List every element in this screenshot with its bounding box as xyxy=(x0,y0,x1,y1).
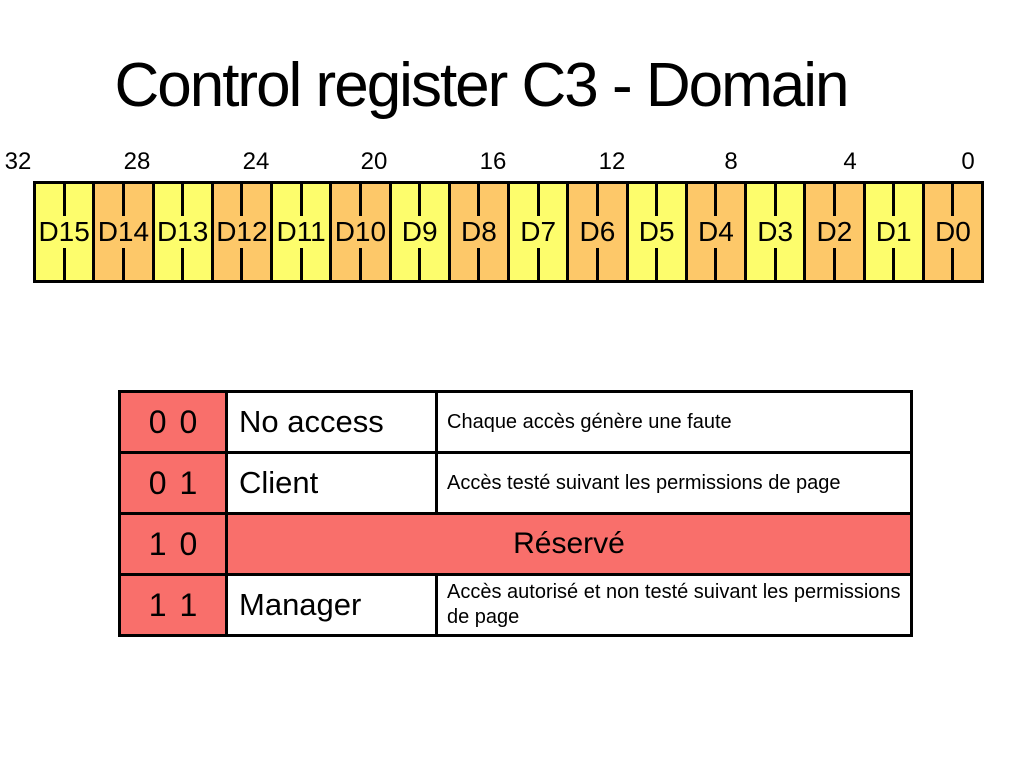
field-label: D10 xyxy=(334,216,387,247)
register-field-d9: D9 xyxy=(391,184,451,280)
field-label: D2 xyxy=(816,216,853,247)
register-field-d6: D6 xyxy=(569,184,629,280)
code-cell: 0 0 xyxy=(118,390,228,454)
code-cell: 0 1 xyxy=(118,451,228,515)
field-label: D4 xyxy=(697,216,734,247)
register-field-d7: D7 xyxy=(510,184,570,280)
description-cell: Accès autorisé et non testé suivant les … xyxy=(435,573,913,637)
bit-scale-label-8: 8 xyxy=(724,148,738,175)
slide-title: Control register C3 - Domain xyxy=(114,51,849,120)
bit-scale-label-0: 0 xyxy=(961,148,975,175)
table-row: 1 0 Réservé xyxy=(118,512,913,576)
table-row: 0 1 Client Accès testé suivant les permi… xyxy=(118,451,913,515)
field-label: D12 xyxy=(216,216,268,247)
bit-scale-label-4: 4 xyxy=(843,148,857,175)
register-field-d14: D14 xyxy=(95,184,155,280)
register-field-d0: D0 xyxy=(924,184,981,280)
register-field-d13: D13 xyxy=(154,184,214,280)
field-label: D5 xyxy=(638,216,675,247)
reserved-cell: Réservé xyxy=(225,512,913,576)
field-label: D15 xyxy=(38,216,90,247)
description-cell: Accès testé suivant les permissions de p… xyxy=(435,451,913,515)
register-field-d15: D15 xyxy=(36,184,96,280)
bit-scale-label-12: 12 xyxy=(598,148,626,175)
bit-scale-label-32: 32 xyxy=(4,148,32,175)
field-label: D9 xyxy=(401,216,438,247)
name-cell: Client xyxy=(225,451,438,515)
register-field-d8: D8 xyxy=(450,184,510,280)
code-cell: 1 1 xyxy=(118,573,228,637)
table-row: 1 1 Manager Accès autorisé et non testé … xyxy=(118,573,913,637)
field-label: D14 xyxy=(97,216,150,247)
bit-scale-label-28: 28 xyxy=(123,148,151,175)
bit-scale-label-24: 24 xyxy=(242,148,270,175)
register-field-d11: D11 xyxy=(273,184,333,280)
field-label: D7 xyxy=(520,216,557,247)
bit-scale-label-16: 16 xyxy=(479,148,507,175)
field-label: D8 xyxy=(460,216,497,247)
field-label: D11 xyxy=(276,216,326,247)
field-label: D1 xyxy=(875,216,912,247)
description-cell: Chaque accès génère une faute xyxy=(435,390,913,454)
code-cell: 1 0 xyxy=(118,512,228,576)
bit-scale-label-20: 20 xyxy=(360,148,388,175)
field-label: D13 xyxy=(156,216,209,247)
domain-access-table: 0 0 No access Chaque accès génère une fa… xyxy=(118,390,913,637)
register-field-d3: D3 xyxy=(747,184,807,280)
register-field-d5: D5 xyxy=(628,184,688,280)
name-cell: No access xyxy=(225,390,438,454)
field-label: D0 xyxy=(934,216,971,247)
field-label: D3 xyxy=(757,216,794,247)
register-field-d12: D12 xyxy=(213,184,273,280)
name-cell: Manager xyxy=(225,573,438,637)
table-row: 0 0 No access Chaque accès génère une fa… xyxy=(118,390,913,454)
field-label: D6 xyxy=(579,216,616,247)
register-diagram: D15 D14 D13 D12 D11 D10 D9 D8 D7 D6 D5 D… xyxy=(33,181,984,283)
register-field-d4: D4 xyxy=(687,184,747,280)
register-field-d1: D1 xyxy=(865,184,925,280)
register-field-d10: D10 xyxy=(332,184,392,280)
register-field-d2: D2 xyxy=(806,184,866,280)
